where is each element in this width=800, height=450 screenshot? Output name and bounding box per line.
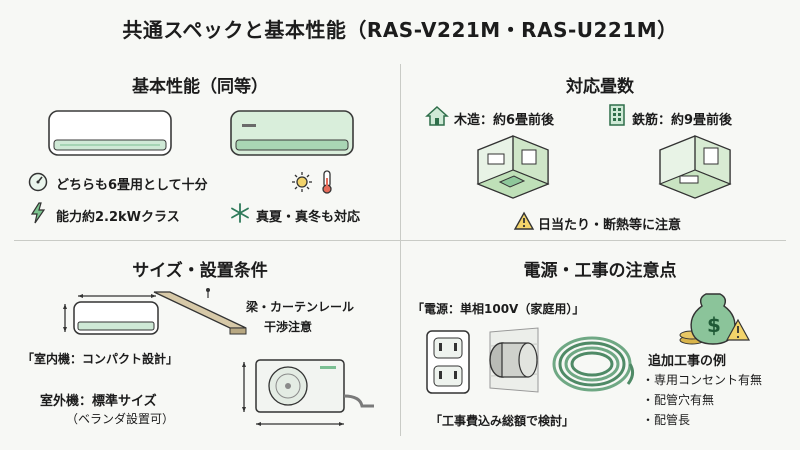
thermometer-icon: [322, 170, 332, 194]
lightning-icon: [30, 202, 46, 224]
building-icon: [609, 104, 625, 126]
tatami-heading: 対応畳数: [566, 77, 634, 97]
feature-seasons: 真夏・真冬も対応: [256, 210, 361, 225]
outdoor-unit-illustration: [242, 359, 374, 426]
vertical-divider: [400, 64, 401, 436]
tatami-note: 日当たり・断熱等に注意: [538, 218, 682, 233]
outdoor-sub-label: （ベランダ設置可）: [66, 412, 175, 426]
wood-tatami: 木造：約6畳前後: [454, 113, 555, 128]
steel-room-illustration: [658, 135, 732, 199]
feature-capacity: 能力約2.2kWクラス: [56, 210, 180, 225]
outlet-icon: [426, 330, 470, 394]
warning-icon: [513, 211, 535, 230]
size-heading: サイズ・設置条件: [132, 261, 268, 281]
power-heading: 電源・工事の注意点: [523, 261, 677, 281]
basic-heading: 基本性能（同等）: [132, 77, 268, 97]
coiled-pipe-icon: [552, 336, 635, 392]
pipe-hole-icon: [489, 327, 539, 393]
feature-6tatami: どちらも6畳用として十分: [56, 178, 208, 193]
beam-warning-line2: 干渉注意: [264, 320, 313, 334]
total-cost-label: 「工事費込み総額で検討」: [430, 414, 575, 428]
indoor-unit-illustration: [63, 294, 159, 335]
house-icon: [425, 105, 449, 126]
wood-room-illustration: [476, 135, 550, 199]
gauge-icon: [28, 172, 48, 192]
money-bag-icon: $: [679, 293, 751, 345]
beam-warning-line1: 梁・カーテンレール: [246, 300, 355, 314]
power-supply-label: 「電源：単相100V（家庭用）」: [412, 302, 585, 316]
beam-illustration: [153, 288, 247, 335]
page-title: 共通スペックと基本性能（RAS-V221M・RAS-U221M）: [122, 18, 678, 42]
ac-unit-white-icon: [48, 110, 172, 156]
svg-text:$: $: [707, 313, 721, 337]
extra-work-item: ・配管長: [642, 413, 691, 427]
steel-tatami: 鉄筋：約9畳前後: [632, 113, 733, 128]
extra-work-title: 追加工事の例: [648, 354, 727, 369]
sun-icon: [292, 172, 312, 192]
outdoor-label: 室外機：標準サイズ: [40, 394, 157, 409]
indoor-label: 「室内機：コンパクト設計」: [22, 352, 179, 366]
ac-unit-green-icon: [230, 110, 354, 156]
snowflake-icon: [231, 203, 249, 223]
extra-work-item: ・配管穴有無: [642, 393, 715, 407]
extra-work-item: ・専用コンセント有無: [642, 373, 763, 387]
